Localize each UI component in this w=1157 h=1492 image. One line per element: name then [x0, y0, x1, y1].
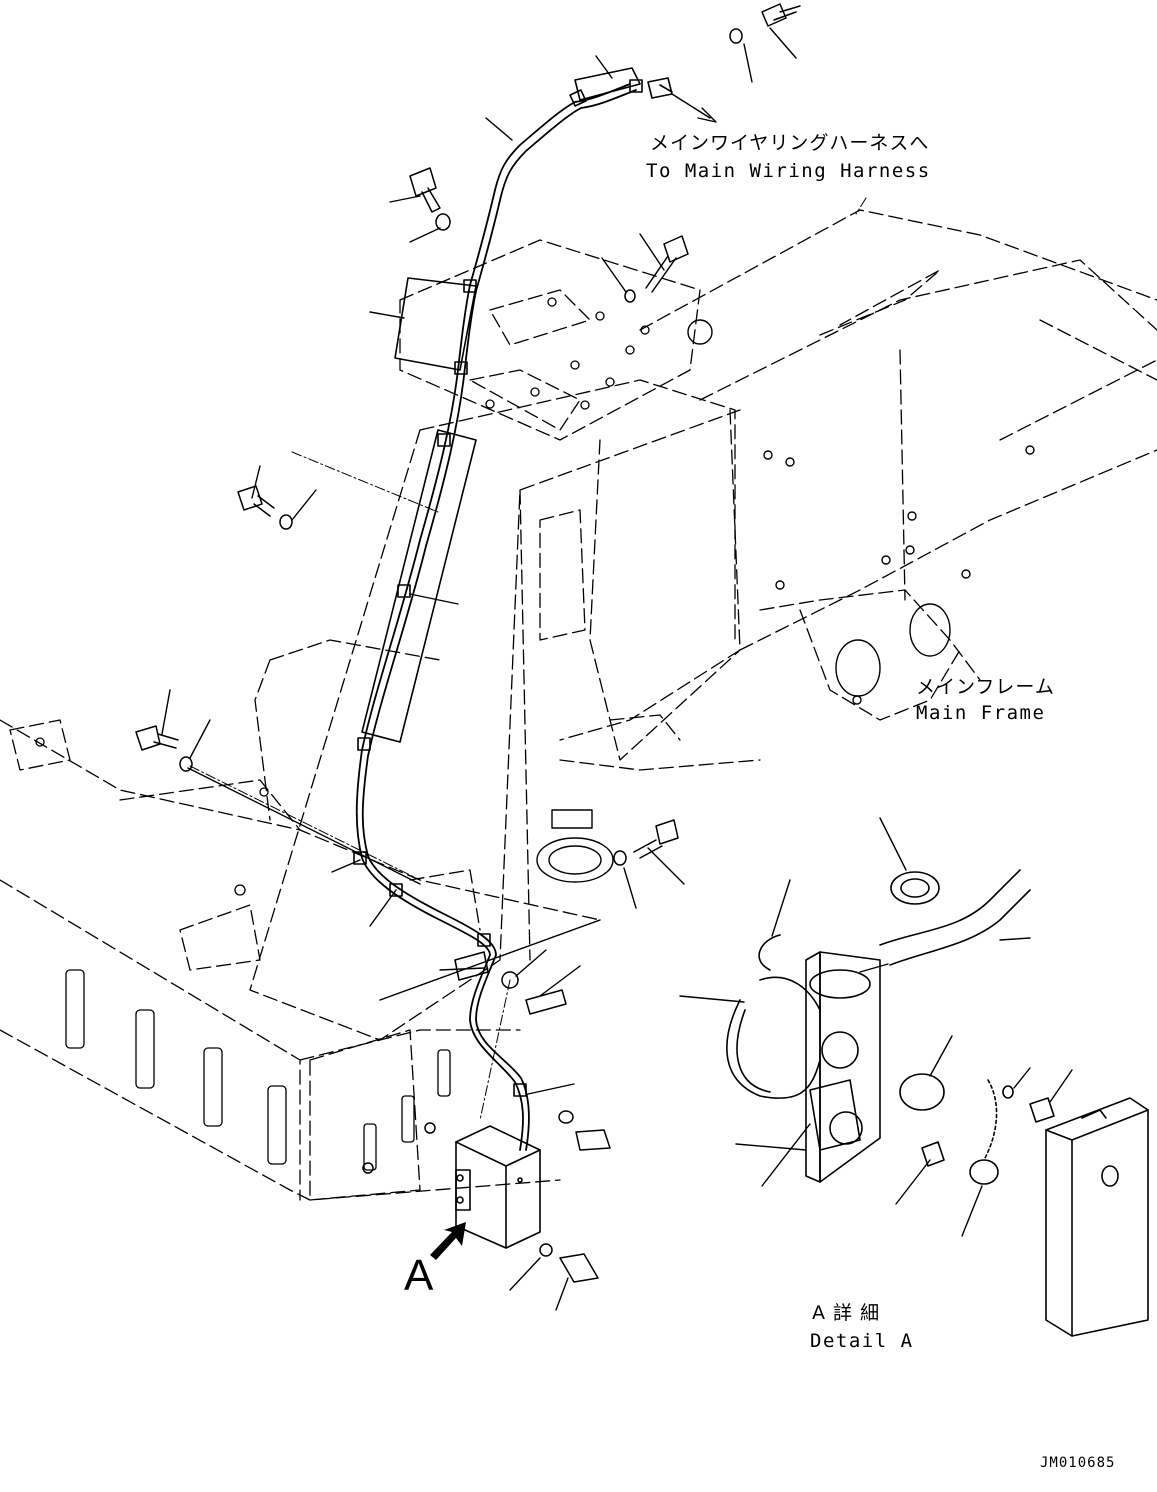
document-id: JM010685 — [1040, 1455, 1116, 1471]
detail-a-label-en: Detail A — [810, 1330, 914, 1352]
main-frame-outline — [559, 209, 1157, 771]
harness-clamps — [353, 79, 643, 1097]
to-main-harness-arrow — [671, 93, 717, 123]
view-arrow — [430, 1222, 466, 1260]
chassis-slots — [35, 737, 451, 1171]
mast-top-plate-holes — [485, 297, 650, 410]
center-lines — [189, 197, 867, 1121]
bolts-and-washers — [135, 3, 801, 1283]
mast-lower-bore — [536, 809, 614, 883]
to-main-harness-label-jp: メインワイヤリングハーネスへ — [650, 132, 930, 154]
chassis-outline — [0, 639, 601, 1201]
view-a-callout: A — [404, 1251, 434, 1300]
main-frame-label-en: Main Frame — [916, 702, 1046, 724]
main-frame-label-jp: メインフレーム — [916, 676, 1055, 698]
wiring-harness — [355, 83, 637, 1151]
leader-lines — [161, 27, 1073, 1311]
to-main-harness-label-en: To Main Wiring Harness — [646, 160, 931, 182]
harness-cover-plates — [361, 277, 489, 981]
main-frame-bosses — [687, 319, 1035, 705]
detail-a-label-jp: A 詳 細 — [812, 1302, 881, 1324]
mast-column-outline — [249, 239, 741, 1041]
detail-a-drawing — [726, 869, 1149, 1337]
